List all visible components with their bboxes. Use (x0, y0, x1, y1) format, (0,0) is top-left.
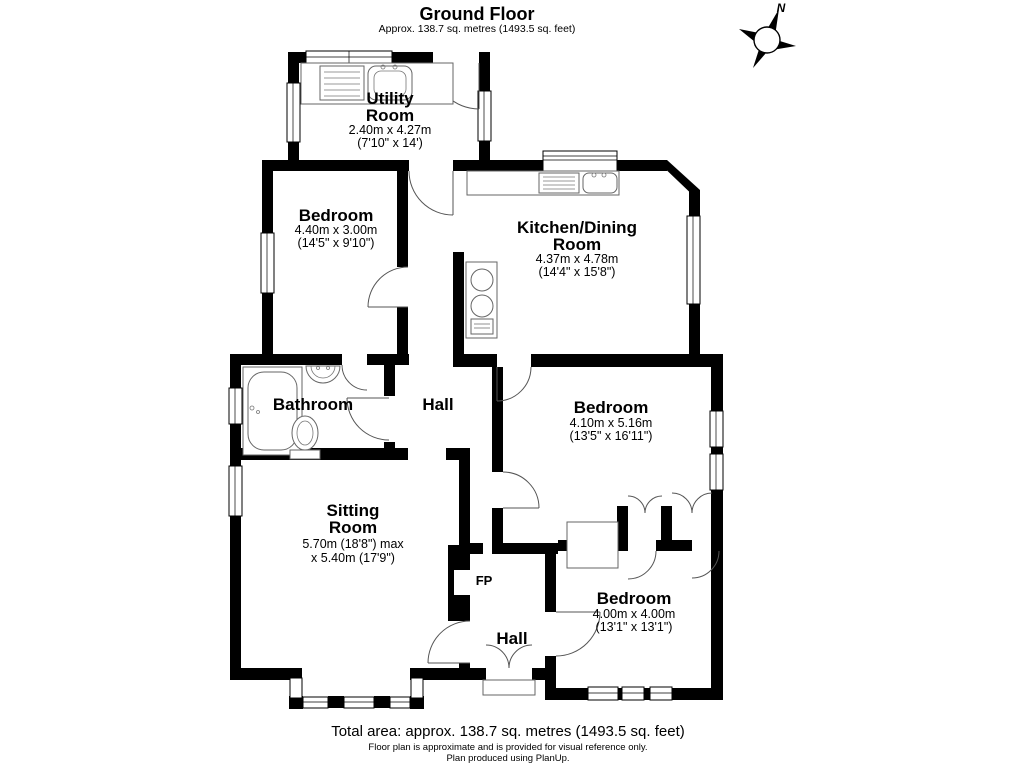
door-bathroom (346, 397, 390, 441)
svg-text:(7'10" x 14'): (7'10" x 14') (357, 136, 423, 150)
svg-text:Sitting: Sitting (327, 501, 380, 520)
toilet-icon (289, 415, 321, 460)
door-sitting-room (427, 620, 471, 664)
svg-text:4.10m x 5.16m: 4.10m x 5.16m (570, 416, 653, 430)
window-kitchen-right (686, 215, 701, 305)
window-utility-right (477, 90, 492, 142)
room-label-fireplace: FP (476, 573, 493, 588)
window-bedroom3-bottom-3 (649, 686, 673, 701)
svg-text:Bedroom: Bedroom (574, 398, 649, 417)
window-bedroom3-bottom-2 (621, 686, 645, 701)
svg-text:Room: Room (366, 106, 414, 125)
svg-text:(13'5" x 16'11"): (13'5" x 16'11") (570, 429, 653, 443)
window-sitting-left (228, 465, 243, 517)
closet-doors-bedroom3 (627, 550, 720, 580)
closet-doors-bedroom2 (627, 492, 713, 514)
svg-text:(13'1" x 13'1"): (13'1" x 13'1") (596, 620, 673, 634)
door-bathroom-top (341, 364, 368, 391)
svg-text:4.37m x 4.78m: 4.37m x 4.78m (536, 252, 619, 266)
walls (230, 52, 723, 709)
doors (341, 62, 720, 696)
room-label-bedroom2: Bedroom 4.10m x 5.16m (13'5" x 16'11") (570, 398, 653, 443)
svg-text:x 5.40m (17'9"): x 5.40m (17'9") (311, 551, 395, 565)
fixtures (242, 62, 620, 569)
svg-text:Hall: Hall (496, 629, 527, 648)
door-bedroom3 (555, 611, 601, 657)
room-label-bathroom: Bathroom (273, 395, 353, 414)
window-utility-top (305, 50, 393, 65)
svg-text:Room: Room (553, 235, 601, 254)
door-bedroom1 (367, 266, 409, 308)
compass-rose-icon: N (739, 1, 796, 68)
page-subtitle: Approx. 138.7 sq. metres (1493.5 sq. fee… (379, 23, 576, 35)
svg-text:4.00m x 4.00m: 4.00m x 4.00m (593, 607, 676, 621)
door-bedroom2-side (502, 471, 540, 509)
page-title: Ground Floor (420, 4, 535, 24)
kitchen-sink-icon (466, 170, 620, 196)
svg-text:2.40m x 4.27m: 2.40m x 4.27m (349, 123, 432, 137)
utility-sink-icon (300, 62, 454, 105)
room-label-hall2: Hall (496, 629, 527, 648)
svg-text:Bedroom: Bedroom (597, 589, 672, 608)
bathtub-icon (242, 366, 303, 456)
room-label-utility: Utility Room 2.40m x 4.27m (7'10" x 14') (349, 89, 432, 150)
room-labels: Utility Room 2.40m x 4.27m (7'10" x 14')… (273, 89, 675, 648)
svg-text:FP: FP (476, 573, 493, 588)
svg-text:5.70m (18'8") max: 5.70m (18'8") max (302, 537, 404, 551)
front-door (482, 644, 536, 696)
svg-text:Utility: Utility (366, 89, 414, 108)
room-label-bedroom3: Bedroom 4.00m x 4.00m (13'1" x 13'1") (593, 589, 676, 634)
bay-window (289, 677, 424, 709)
credit-text: Plan produced using PlanUp. (446, 753, 569, 764)
svg-text:Bathroom: Bathroom (273, 395, 353, 414)
svg-text:(14'4" x 15'8"): (14'4" x 15'8") (539, 265, 616, 279)
cooker-icon (465, 261, 498, 339)
svg-text:4.40m x 3.00m: 4.40m x 3.00m (295, 223, 378, 237)
windows (228, 50, 724, 709)
svg-text:(14'5" x 9'10"): (14'5" x 9'10") (298, 236, 375, 250)
window-utility-left (286, 82, 301, 143)
window-kitchen-top (542, 150, 618, 172)
room-label-kitchen: Kitchen/Dining Room 4.37m x 4.78m (14'4"… (517, 218, 637, 279)
wardrobe-outline (566, 521, 619, 569)
door-bedroom2-top (496, 366, 532, 402)
window-bedroom1-left (260, 232, 275, 294)
compass-north-label: N (777, 1, 786, 15)
room-label-bedroom1: Bedroom 4.40m x 3.00m (14'5" x 9'10") (295, 206, 378, 250)
total-area-text: Total area: approx. 138.7 sq. metres (14… (331, 723, 685, 740)
svg-text:Bedroom: Bedroom (299, 206, 374, 225)
room-label-hall: Hall (422, 395, 453, 414)
svg-text:Hall: Hall (422, 395, 453, 414)
door-passage (408, 170, 454, 216)
room-label-sitting: Sitting Room 5.70m (18'8") max x 5.40m (… (302, 501, 404, 565)
window-bathroom-left (228, 387, 243, 425)
window-bedroom3-bottom-1 (587, 686, 619, 701)
window-bedroom2-right-1 (709, 410, 724, 448)
window-bedroom2-right-2 (709, 453, 724, 491)
svg-text:Kitchen/Dining: Kitchen/Dining (517, 218, 637, 237)
disclaimer-text: Floor plan is approximate and is provide… (368, 742, 647, 753)
svg-text:Room: Room (329, 518, 377, 537)
basin-icon (305, 365, 341, 384)
